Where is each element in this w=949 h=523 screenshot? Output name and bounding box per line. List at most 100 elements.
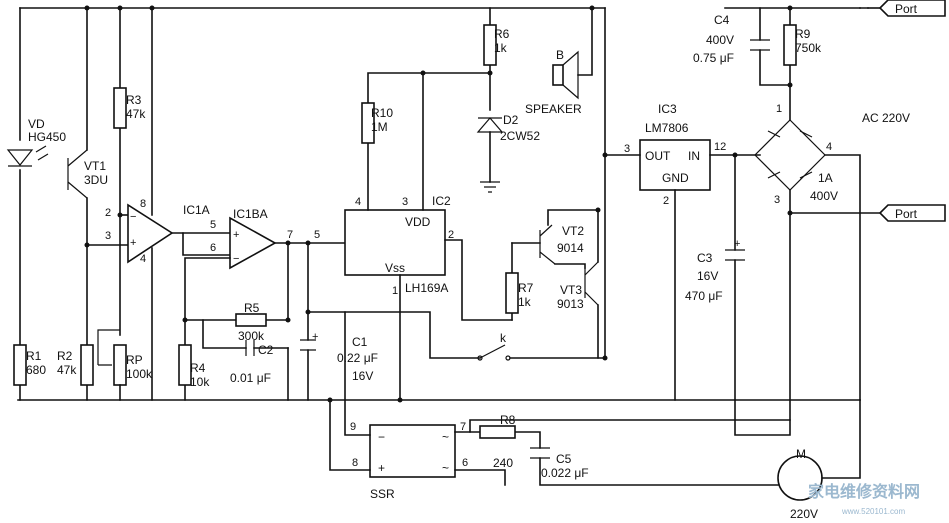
svg-text:VD: VD — [28, 117, 45, 131]
svg-text:R8: R8 — [500, 413, 516, 427]
svg-text:VT1: VT1 — [84, 159, 106, 173]
svg-text:C1: C1 — [352, 335, 368, 349]
bridge-section — [734, 5, 881, 436]
op-amp-ic1ba — [229, 216, 277, 270]
svg-text:B: B — [556, 48, 564, 62]
svg-text:HG450: HG450 — [28, 130, 66, 144]
svg-text:0.75 μF: 0.75 μF — [693, 51, 734, 65]
svg-text:3DU: 3DU — [84, 173, 108, 187]
svg-text:LH169A: LH169A — [405, 281, 448, 295]
svg-text:9: 9 — [350, 421, 356, 433]
svg-text:3: 3 — [774, 194, 780, 206]
svg-text:VDD: VDD — [405, 215, 431, 229]
svg-text:100k: 100k — [126, 367, 153, 381]
port-top[interactable]: Port — [867, 0, 946, 17]
svg-text:3: 3 — [105, 230, 111, 242]
svg-text:Vss: Vss — [385, 261, 405, 275]
svg-text:0.022 μF: 0.022 μF — [541, 466, 589, 480]
svg-text:220V: 220V — [790, 507, 818, 521]
opamp2-section — [178, 216, 346, 401]
rp-potentiometer — [113, 344, 127, 386]
svg-text:7: 7 — [287, 229, 293, 241]
svg-text:300k: 300k — [238, 329, 265, 343]
svg-text:1: 1 — [392, 285, 398, 297]
svg-text:~: ~ — [442, 461, 449, 475]
svg-text:8: 8 — [352, 457, 358, 469]
svg-text:+: + — [312, 331, 318, 343]
svg-text:2CW52: 2CW52 — [500, 129, 540, 143]
svg-text:9014: 9014 — [557, 241, 584, 255]
svg-text:C3: C3 — [697, 251, 713, 265]
svg-text:R10: R10 — [371, 106, 393, 120]
svg-text:1k: 1k — [494, 41, 508, 55]
svg-text:C2: C2 — [258, 343, 274, 357]
svg-text:C4: C4 — [714, 13, 730, 27]
r5-resistor — [235, 313, 267, 327]
svg-text:~: ~ — [442, 430, 449, 444]
r6-resistor — [483, 24, 497, 66]
svg-text:+: + — [130, 237, 136, 249]
svg-text:Port: Port — [895, 2, 918, 16]
svg-text:Port: Port — [895, 207, 918, 221]
svg-text:12: 12 — [714, 141, 726, 153]
svg-text:4: 4 — [355, 196, 361, 208]
r3-resistor — [113, 87, 127, 129]
svg-text:VT2: VT2 — [562, 224, 584, 238]
svg-text:−: − — [130, 211, 136, 223]
r9-resistor — [783, 24, 797, 66]
r10-resistor — [361, 102, 375, 144]
op-amp-ic1a — [127, 203, 174, 264]
svg-text:AC 220V: AC 220V — [862, 111, 910, 125]
svg-text:240: 240 — [493, 456, 513, 470]
r2-resistor — [80, 344, 94, 386]
svg-text:1M: 1M — [371, 120, 388, 134]
svg-text:400V: 400V — [810, 189, 838, 203]
ic2-chip — [344, 209, 446, 276]
ic3-section — [602, 139, 761, 401]
svg-text:C5: C5 — [556, 452, 572, 466]
svg-text:IC3: IC3 — [658, 102, 677, 116]
svg-text:5: 5 — [210, 219, 216, 231]
svg-text:16V: 16V — [352, 369, 373, 383]
photo-section — [6, 5, 231, 401]
svg-text:0.01 μF: 0.01 μF — [230, 371, 271, 385]
svg-text:2: 2 — [105, 207, 111, 219]
svg-text:VT3: VT3 — [560, 283, 582, 297]
svg-text:IC1BA: IC1BA — [233, 207, 268, 221]
svg-text:5: 5 — [314, 229, 320, 241]
svg-text:−: − — [378, 430, 385, 444]
svg-text:+: + — [233, 229, 239, 241]
svg-text:R3: R3 — [126, 93, 142, 107]
svg-text:R4: R4 — [190, 361, 206, 375]
r7-resistor — [505, 272, 519, 314]
svg-text:9013: 9013 — [557, 297, 584, 311]
svg-text:16V: 16V — [697, 269, 718, 283]
labels: AC 220V VD HG450 VT1 3DU R3 4 7 k R1 680 R… — [26, 13, 910, 521]
svg-text:4: 4 — [140, 253, 146, 265]
svg-text:4: 4 — [826, 141, 832, 153]
ssr-relay — [369, 424, 456, 478]
svg-text:680: 680 — [26, 363, 46, 377]
svg-text:R1: R1 — [26, 349, 42, 363]
speaker — [552, 64, 564, 86]
svg-text:400V: 400V — [706, 33, 734, 47]
svg-text:1A: 1A — [818, 171, 833, 185]
svg-text:k: k — [500, 331, 507, 345]
ic2-section — [305, 7, 608, 403]
svg-text:+: + — [378, 461, 385, 475]
svg-text:LM7806: LM7806 — [645, 121, 689, 135]
port-right[interactable]: Port — [878, 204, 946, 222]
svg-text:470 μF: 470 μF — [685, 289, 723, 303]
svg-text:6: 6 — [462, 457, 468, 469]
svg-text:6: 6 — [210, 242, 216, 254]
svg-text:OUT: OUT — [645, 149, 671, 163]
svg-text:R6: R6 — [494, 27, 510, 41]
svg-text:R9: R9 — [795, 27, 811, 41]
svg-text:R7: R7 — [518, 281, 534, 295]
svg-text:750k: 750k — [795, 41, 822, 55]
svg-text:家电维修资料网: 家电维修资料网 — [808, 482, 920, 501]
svg-text:−: − — [233, 253, 239, 265]
ssr-section — [327, 7, 861, 501]
svg-text:7: 7 — [460, 421, 466, 433]
